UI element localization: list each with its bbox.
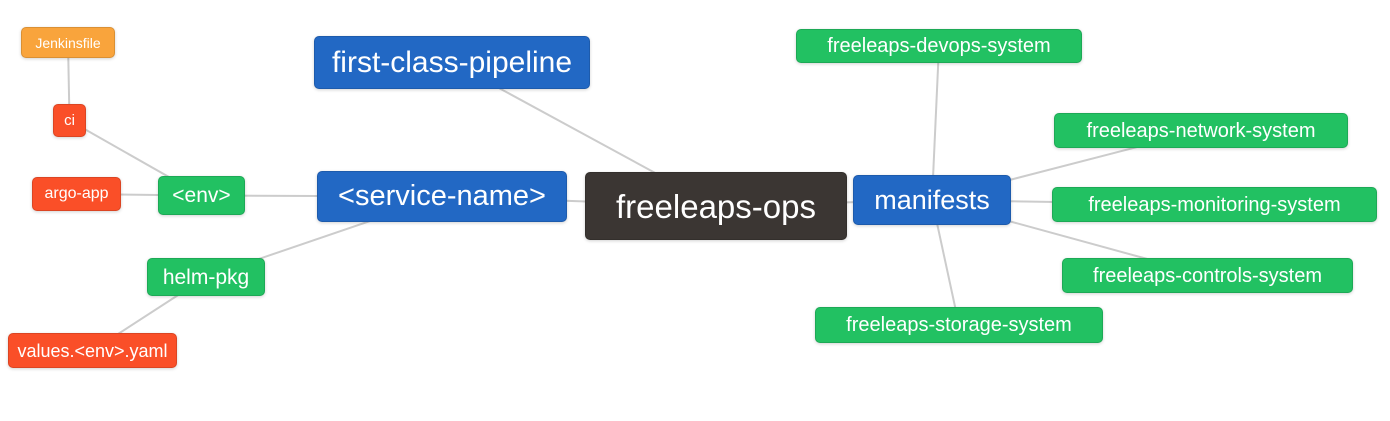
node-label-freeleaps-controls-system: freeleaps-controls-system bbox=[1093, 264, 1322, 287]
node-ci[interactable]: ci bbox=[53, 104, 86, 137]
node-freeleaps-storage-system[interactable]: freeleaps-storage-system bbox=[815, 307, 1103, 343]
node-label-service-name: <service-name> bbox=[338, 180, 546, 212]
node-freeleaps-ops[interactable]: freeleaps-ops bbox=[585, 172, 847, 240]
node-helm-pkg[interactable]: helm-pkg bbox=[147, 258, 265, 296]
node-argo-app[interactable]: argo-app bbox=[32, 177, 121, 211]
node-label-jenkinsfile: Jenkinsfile bbox=[35, 34, 101, 51]
node-service-name[interactable]: <service-name> bbox=[317, 171, 567, 222]
node-label-freeleaps-network-system: freeleaps-network-system bbox=[1086, 119, 1316, 142]
node-freeleaps-network-system[interactable]: freeleaps-network-system bbox=[1054, 113, 1348, 148]
node-label-freeleaps-monitoring-system: freeleaps-monitoring-system bbox=[1088, 193, 1341, 216]
node-freeleaps-devops-system[interactable]: freeleaps-devops-system bbox=[796, 29, 1082, 63]
node-label-env: <env> bbox=[172, 184, 231, 207]
node-label-values-env-yaml: values.<env>.yaml bbox=[17, 340, 168, 361]
node-label-freeleaps-ops: freeleaps-ops bbox=[616, 187, 816, 225]
node-label-freeleaps-devops-system: freeleaps-devops-system bbox=[827, 35, 1051, 57]
node-first-class-pipeline[interactable]: first-class-pipeline bbox=[314, 36, 590, 89]
node-env[interactable]: <env> bbox=[158, 176, 245, 215]
node-jenkinsfile[interactable]: Jenkinsfile bbox=[21, 27, 115, 58]
node-manifests[interactable]: manifests bbox=[853, 175, 1011, 225]
node-label-first-class-pipeline: first-class-pipeline bbox=[331, 45, 573, 79]
node-label-manifests: manifests bbox=[874, 184, 990, 215]
node-label-helm-pkg: helm-pkg bbox=[162, 265, 250, 289]
edge-manifests--freeleaps-devops-system bbox=[931, 45, 940, 201]
node-freeleaps-monitoring-system[interactable]: freeleaps-monitoring-system bbox=[1052, 187, 1377, 222]
node-values-env-yaml[interactable]: values.<env>.yaml bbox=[8, 333, 177, 368]
node-freeleaps-controls-system[interactable]: freeleaps-controls-system bbox=[1062, 258, 1353, 293]
node-label-ci: ci bbox=[64, 112, 75, 129]
node-label-freeleaps-storage-system: freeleaps-storage-system bbox=[846, 314, 1072, 336]
node-label-argo-app: argo-app bbox=[44, 185, 109, 202]
